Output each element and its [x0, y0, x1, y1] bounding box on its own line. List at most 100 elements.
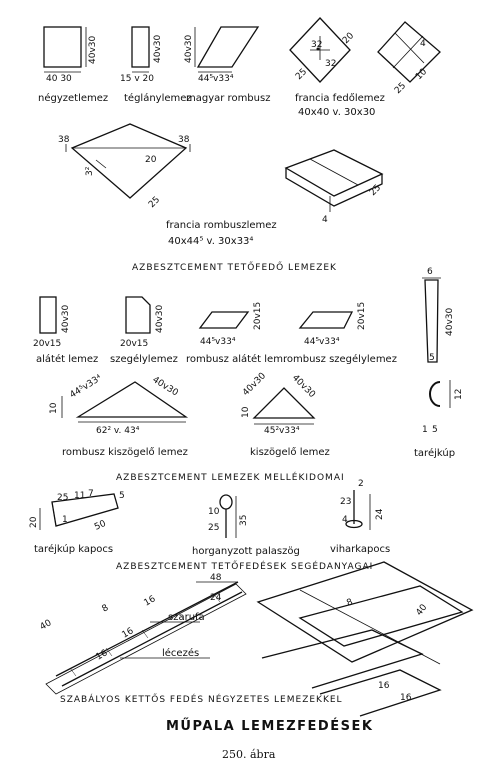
ridge-clip-dim-b: 11	[74, 491, 85, 501]
rhombus-projection-label: rombusz kiszögelő lemez	[62, 446, 188, 458]
roof-tile-iso-dim-d: 16	[400, 693, 412, 703]
ridge-cap-bottom-dim: 5	[429, 353, 435, 363]
ridge-clip-dim-e: 20	[29, 516, 39, 528]
ridge-cap-section-dim-a: 12	[454, 389, 464, 400]
ridge-cap-section-dim-b: 1	[422, 425, 428, 435]
galvanized-nail-diagram: 10 25 35 horganyzott palaszög	[192, 494, 300, 557]
square-tile-diagram: 40 30 40v30 négyzetlemez	[38, 26, 108, 104]
edge-tile-label: szegélylemez	[110, 353, 178, 365]
underlay-tile-diagram: 40v30 20v15 alátét lemez	[33, 296, 98, 365]
roof-tile-iso-top	[256, 561, 474, 663]
square-tile-shape	[43, 26, 82, 68]
square-width-dim: 40 30	[46, 74, 72, 84]
ridge-clip-dim-a: 25	[57, 493, 68, 503]
rhombus-tile-label: magyar rombusz	[186, 93, 270, 104]
french-rhombus-size: 40x44⁵ v. 30x33⁴	[168, 236, 253, 247]
rhombus-edge-height: 20v15	[357, 302, 367, 330]
french-rhombus-dim-a: 38	[58, 135, 70, 145]
french-rhombus-iso-top	[284, 149, 384, 197]
roof-rafter-shape	[45, 583, 247, 695]
projection-tile-dim-a: 40v30	[241, 371, 268, 398]
french-cover-iso-fold-2	[392, 35, 424, 69]
ridge-cap-section-diagram: 12 1 5 taréjkúp	[414, 380, 464, 459]
french-cover-iso-fold	[394, 32, 425, 64]
ridge-cap-top-dim: 6	[427, 267, 433, 277]
rhombus-underlay-shape	[198, 311, 250, 329]
roof-caption: SZABÁLYOS KETTŐS FEDÉS NÉGYZETES LEMEZEK…	[60, 693, 343, 705]
accessory-section-heading: AZBESZTCEMENT LEMEZEK MELLÉKIDOMAI	[116, 471, 345, 483]
french-cover-iso-shape	[377, 21, 441, 83]
rafter-label: szarufa	[168, 612, 205, 623]
underlay-tile-shape	[39, 296, 57, 334]
hungarian-rhombus-diagram: 40v30 44⁵v33⁴ magyar rombusz	[184, 26, 270, 104]
main-title: MŰPALA LEMEZFEDÉSEK	[166, 718, 373, 734]
ridge-cap-side-shape	[424, 279, 439, 363]
roof-tile-iso-inner	[298, 585, 464, 647]
edge-tile-diagram: 40v30 20v15 szegélylemez	[110, 296, 178, 365]
rhombus-height-dim: 40v30	[184, 34, 194, 63]
french-cover-dim-b: 32	[325, 59, 336, 69]
french-rhombus-mark	[95, 159, 107, 169]
projection-tile-dim-c: 45²v33⁴	[264, 426, 300, 436]
rhombus-edge-diagram: 20v15 44⁵v33⁴ rombusz szegélylemez	[283, 302, 397, 365]
french-rhombus-dim-d: 3²	[85, 166, 95, 176]
rhombus-underlay-height: 20v15	[253, 302, 263, 330]
nail-label: horganyzott palaszög	[192, 546, 300, 557]
ridge-clip-dim-c: 7	[88, 489, 94, 499]
french-rhombus-iso-diagram: 4 25	[284, 149, 384, 225]
edge-width-dim: 20v15	[120, 339, 148, 349]
underlay-height-dim: 40v30	[61, 304, 71, 333]
edge-height-dim: 40v30	[155, 304, 165, 333]
ridge-clip-dim-g: 1	[62, 515, 68, 525]
french-cover-tile-shape	[289, 17, 351, 83]
projection-tile-shape	[252, 387, 316, 419]
roof-tile-iso-row-3	[319, 669, 442, 717]
french-rhombus-dim-c: 20	[145, 155, 157, 165]
rhombus-width-dim: 44⁵v33⁴	[198, 74, 234, 84]
storm-clip-diagram: 2 23 24 4 viharkapocs	[330, 479, 390, 555]
roof-dim-a: 48	[210, 573, 222, 583]
french-cover-iso-dim-a: 4	[420, 39, 426, 49]
ridge-cap-length-dim: 40v30	[445, 307, 455, 336]
roof-batten-mark	[105, 647, 113, 657]
roof-tile-line-upper	[55, 581, 239, 677]
rhombus-projection-diagram: 44⁵v33⁴ 40v30 62² v. 43⁴ 10 rombusz kisz…	[49, 373, 189, 458]
roof-tile-line-lower	[61, 591, 243, 687]
french-cover-iso-diagram: 4 10 25	[377, 21, 441, 96]
french-rhombus-tile-diagram: 38 38 20 3² 25 francia rombuszlemez 40x4…	[58, 123, 277, 247]
roof-tile-iso-dim-b: 40	[414, 602, 429, 617]
rhombus-projection-dim-d: 10	[49, 402, 59, 414]
rhombus-edge-label: rombusz szegélylemez	[283, 353, 397, 365]
projection-tile-dim-b: 40v30	[290, 373, 317, 400]
hungarian-rhombus-shape	[196, 26, 260, 68]
projection-tile-dim-d: 10	[241, 406, 251, 418]
storm-clip-dim-a: 2	[358, 479, 364, 489]
roof-tile-iso-dim-c: 16	[378, 681, 390, 691]
rect-tile-shape	[131, 26, 150, 68]
french-cover-iso-dim-b: 10	[414, 67, 429, 82]
storm-clip-label: viharkapocs	[330, 544, 390, 555]
ridge-cap-label: taréjkúp	[414, 447, 455, 459]
french-rhombus-dim-e: 25	[147, 195, 162, 210]
ridge-clip-diagram: 25 11 7 5 20 50 1 taréjkúp kapocs	[29, 489, 125, 555]
storm-clip-dim-d: 4	[342, 515, 348, 525]
ridge-cap-section-shape	[429, 381, 441, 407]
roof-tile-iso-axis	[299, 589, 441, 665]
rhombus-projection-dim-c: 62² v. 43⁴	[96, 426, 140, 436]
nail-dim-b: 25	[208, 523, 219, 533]
french-rhombus-label: francia rombuszlemez	[166, 220, 277, 231]
roof-batten-mark	[177, 611, 185, 621]
roof-batten-mark	[141, 629, 149, 639]
rhombus-underlay-width: 44⁵v33⁴	[200, 337, 236, 347]
french-cover-dim-d: 25	[294, 67, 309, 82]
square-tile-label: négyzetlemez	[38, 92, 108, 104]
french-rhombus-tile-shape	[70, 123, 188, 199]
figure-number: 250. ábra	[222, 748, 276, 761]
roof-batten-mark	[69, 667, 77, 677]
roof-dim-d: 8	[101, 603, 111, 615]
batten-label: lécezés	[162, 647, 199, 659]
french-rhombus-iso-side	[285, 168, 383, 207]
roof-dim-e: 16	[143, 594, 158, 609]
roof-tile-iso-row-2	[261, 629, 424, 689]
